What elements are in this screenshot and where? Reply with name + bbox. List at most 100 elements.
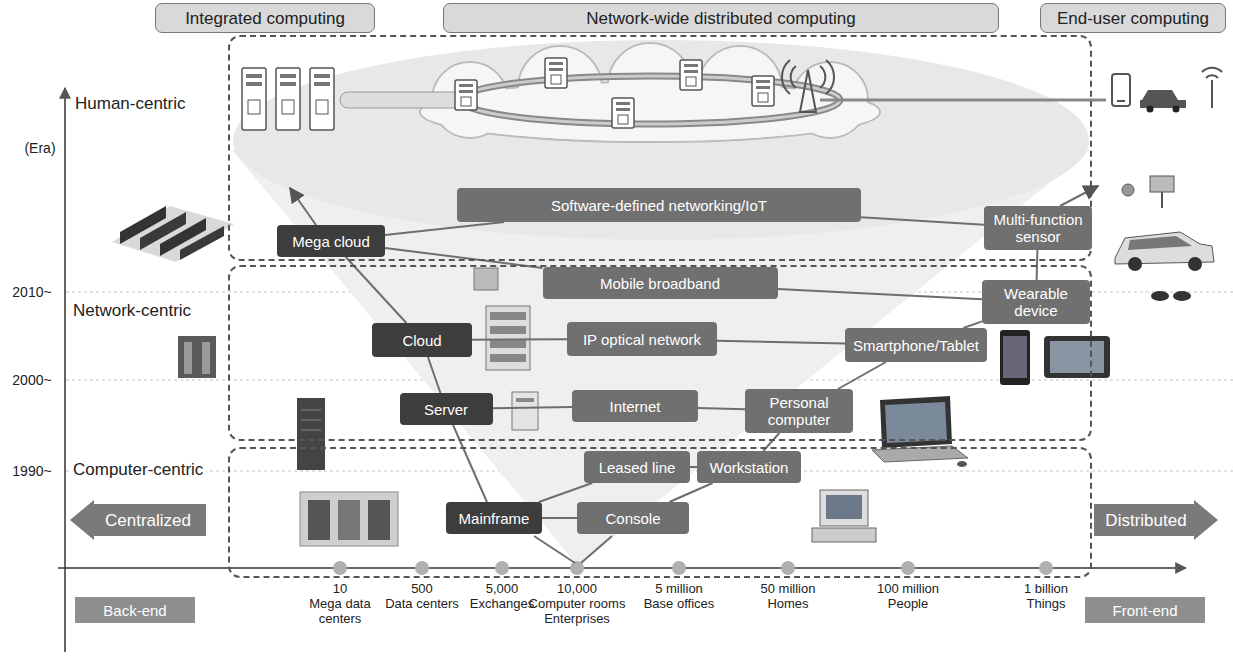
network-equipment-photo: [490, 312, 526, 320]
server-icon: [246, 82, 262, 86]
axis-end-box: Back-end: [75, 597, 195, 623]
data-center-photo: [112, 206, 234, 262]
network-box: Leased line: [584, 451, 690, 483]
end-device-icon: [1147, 106, 1154, 113]
axis-dot: [672, 561, 686, 575]
node-label: Smartphone/Tablet: [853, 337, 979, 354]
axis-label: 10,000: [527, 581, 627, 596]
node-label: Integrated computing: [185, 10, 345, 27]
desktop-pc-photo: [826, 495, 862, 519]
laptop-photo: [957, 461, 967, 467]
node-label: Mobile broadband: [600, 275, 720, 292]
server-photo: [297, 398, 325, 470]
region-heading: Network-centric: [70, 301, 194, 321]
mainframe-photo: [338, 500, 360, 540]
server-photo: [301, 430, 321, 431]
axis-label: Data centers: [385, 596, 459, 611]
header-box: Integrated computing: [155, 3, 375, 33]
antenna-tower: [782, 60, 834, 112]
desktop-pc-photo: [820, 490, 868, 526]
era-label: 2000~: [3, 372, 61, 388]
funnel-background: [233, 40, 1089, 240]
mainframe-photo: [300, 492, 398, 546]
server-icon: [314, 74, 330, 78]
era-label: (Era): [14, 140, 66, 156]
axis-label: 50 million: [738, 581, 838, 596]
direction-arrow: Distributed: [1094, 500, 1218, 540]
server-icon: [310, 68, 334, 130]
server-icon: [242, 68, 266, 130]
node-label: End-user computing: [1057, 10, 1209, 27]
node-label: Cloud: [402, 332, 441, 349]
server-icon: [612, 98, 634, 128]
network-box: Wearable device: [982, 280, 1090, 324]
platform-box: Cloud: [372, 323, 472, 357]
connector-line: [963, 321, 982, 328]
node-label: Wearable device: [988, 285, 1084, 319]
tablet-photo: [1044, 336, 1110, 378]
node-label: Internet: [610, 398, 661, 415]
server-icon: [248, 100, 260, 114]
connector-line: [385, 222, 504, 235]
axis-dot: [333, 561, 1053, 575]
axis-dot: [781, 561, 795, 575]
network-equipment-photo: [516, 398, 534, 402]
axis-label: 5,000: [463, 581, 541, 596]
node-label: Server: [424, 401, 468, 418]
end-device-icon: [1140, 90, 1186, 108]
server-icon: [280, 74, 296, 78]
era-region: Computer-centricLeased lineWorkstationMa…: [228, 447, 1092, 578]
axis-end-box: Front-end: [1085, 597, 1205, 623]
funnel-background: [232, 150, 1090, 566]
mainframe-photo: [308, 500, 330, 540]
axis-label: 10: [303, 581, 377, 596]
connector-line: [778, 289, 983, 299]
laptop-photo: [872, 396, 968, 467]
server-icon: [282, 100, 294, 114]
node-label: Workstation: [710, 459, 789, 476]
connector-line: [861, 217, 984, 224]
sensor-photo: [1122, 176, 1191, 301]
server-icon: [316, 100, 328, 114]
network-box: Software-defined networking/IoT: [457, 188, 861, 222]
tablet-photo: [1050, 341, 1104, 373]
smartphone-photo: [1003, 336, 1027, 378]
server-icon: [545, 58, 567, 88]
connector-line: [542, 517, 577, 519]
backbone-ring: [340, 92, 470, 108]
vehicle-photo: [1115, 232, 1214, 271]
node-label: Distributed: [1105, 512, 1186, 529]
region-heading: Computer-centric: [70, 460, 206, 480]
region-heading: Human-centric: [72, 94, 189, 114]
platform-box: Mainframe: [446, 502, 542, 534]
node-label: Mega cloud: [292, 233, 370, 250]
node-label: Back-end: [103, 602, 166, 619]
network-box: Console: [577, 502, 689, 534]
backbone-ring: [820, 99, 1106, 102]
connector-line: [472, 338, 567, 340]
network-box: Multi-function sensor: [984, 206, 1092, 250]
server-photo: [301, 420, 321, 421]
connector-line: [453, 425, 487, 502]
server-icon: [752, 76, 774, 106]
node-label: Centralized: [105, 512, 191, 529]
arrow-shape: [1094, 500, 1218, 540]
antenna-tower: [800, 70, 816, 112]
server-icon: [246, 74, 262, 78]
axis-label: 100 million: [858, 581, 958, 596]
sensor-photo: [1150, 176, 1174, 192]
network-equipment-photo: [490, 354, 526, 362]
vehicle-photo: [1128, 236, 1192, 250]
direction-arrow: Centralized: [70, 500, 206, 540]
sensor-photo: [1151, 291, 1169, 301]
end-device-icon: [1202, 68, 1222, 72]
axis-label: People: [858, 596, 958, 611]
antenna-tower: [791, 66, 796, 88]
axis-dot: [415, 561, 429, 575]
connector-line: [698, 408, 745, 409]
axis-label: Homes: [738, 596, 838, 611]
header-box: End-user computing: [1040, 3, 1226, 33]
trend-arrow: [1060, 186, 1098, 206]
network-box: Smartphone/Tablet: [845, 328, 987, 362]
